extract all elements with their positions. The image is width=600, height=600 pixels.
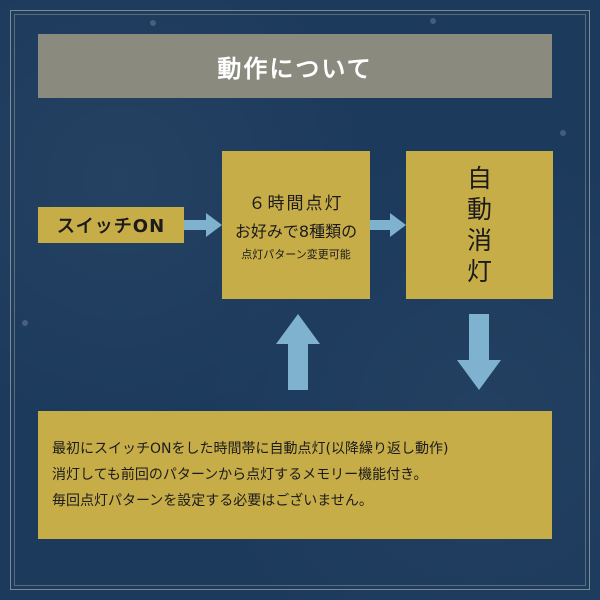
arrow-down-icon	[457, 314, 501, 390]
auto-off-char: 自	[466, 164, 492, 193]
auto-off-box: 自 動 消 灯	[406, 151, 553, 299]
arrow-up-icon	[276, 314, 320, 390]
switch-on-label: スイッチON	[56, 216, 166, 237]
decor-dot	[560, 130, 566, 136]
step-line-1: ６時間点灯	[248, 193, 344, 214]
switch-on-box: スイッチON	[38, 207, 184, 243]
note-line-3: 毎回点灯パターンを設定する必要はございません。	[52, 493, 373, 509]
decor-dot	[22, 320, 28, 326]
auto-off-char: 消	[466, 226, 492, 255]
lighting-step-box: ６時間点灯 お好みで8種類の 点灯パターン変更可能	[222, 151, 370, 299]
arrow-right-icon	[370, 213, 406, 237]
auto-off-char: 灯	[466, 257, 492, 286]
inner-frame	[14, 14, 586, 586]
note-line-1: 最初にスイッチONをした時間帯に自動点灯(以降繰り返し動作)	[52, 441, 449, 457]
title-box: 動作について	[38, 34, 552, 98]
arrow-right-icon	[184, 213, 222, 237]
step-line-3: 点灯パターン変更可能	[241, 247, 351, 261]
note-line-2: 消灯しても前回のパターンから点灯するメモリー機能付き。	[52, 467, 428, 483]
auto-off-char: 動	[466, 195, 492, 224]
diagram-title: 動作について	[217, 54, 373, 83]
step-line-2: お好みで8種類の	[234, 221, 358, 241]
decor-dot	[150, 20, 156, 26]
decor-dot	[430, 18, 436, 24]
note-box: 最初にスイッチONをした時間帯に自動点灯(以降繰り返し動作) 消灯しても前回のパ…	[38, 411, 552, 539]
outer-frame	[10, 10, 590, 590]
